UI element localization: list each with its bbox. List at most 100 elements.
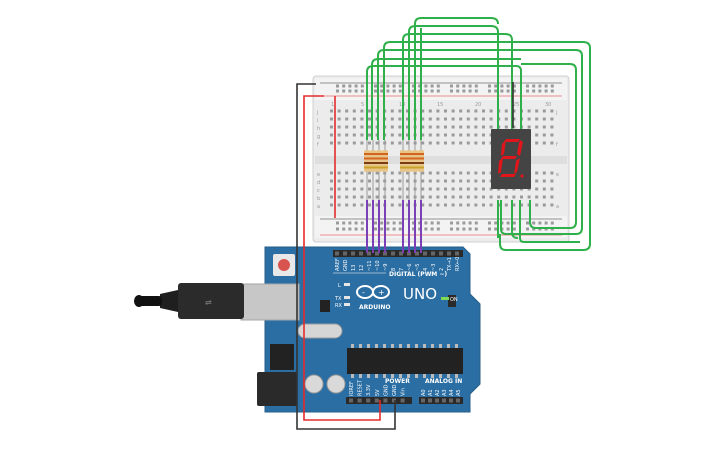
rail-hole (456, 221, 460, 225)
rail-hole (424, 227, 428, 231)
rail-hole (544, 89, 548, 93)
breadboard-hole (428, 109, 432, 113)
rail-hole (468, 89, 472, 93)
rail-hole (418, 221, 422, 225)
breadboard-hole (535, 109, 539, 113)
breadboard-hole (527, 117, 531, 121)
rail-hole (398, 84, 402, 88)
rail-hole (424, 221, 428, 225)
breadboard-hole (330, 133, 333, 137)
row-letter-j-right: j (555, 110, 557, 116)
segment-b (517, 140, 523, 156)
arduino-logo: - + ARDUINO UNO (356, 285, 437, 311)
power-pin-label: 3.3V (366, 384, 372, 396)
digital-header (333, 250, 463, 257)
breadboard-hole (375, 141, 379, 145)
rail-hole (526, 227, 529, 231)
digital-header-hole (447, 251, 451, 256)
resistor-band (364, 157, 370, 160)
rail-hole (538, 84, 542, 88)
rail-hole (462, 221, 466, 225)
row-letter-c: c (317, 188, 320, 194)
reset-button[interactable] (278, 259, 290, 271)
led-l (344, 283, 350, 286)
rail-hole (386, 89, 390, 93)
segment-d (500, 174, 516, 177)
breadboard-hole (406, 179, 409, 183)
green-wire-7 (414, 17, 499, 140)
breadboard-hole (520, 203, 523, 207)
rail-hole (550, 221, 554, 225)
rail-hole (374, 227, 377, 231)
breadboard-hole (428, 187, 432, 191)
breadboard-hole (330, 117, 333, 121)
rail-hole (412, 89, 415, 93)
breadboard-hole (436, 141, 440, 145)
breadboard-hole (504, 195, 508, 199)
usb-cable-end (138, 296, 162, 306)
breadboard-hole (406, 203, 409, 207)
resistor-band (370, 166, 376, 169)
led-rx (344, 303, 350, 306)
breadboard-hole (444, 133, 447, 137)
breadboard-hole (368, 179, 371, 183)
breadboard-hole (482, 133, 485, 137)
led-on (441, 297, 449, 300)
digital-pin-label: 8 (391, 268, 397, 271)
resistor-band (418, 157, 424, 160)
breadboard-hole (451, 141, 455, 145)
rail-hole (544, 221, 548, 225)
resistor-band (406, 157, 412, 160)
breadboard-hole (466, 195, 470, 199)
chip-pin (359, 374, 362, 378)
breadboard-hole (406, 171, 409, 175)
chip-pin (439, 344, 442, 348)
breadboard-hole (474, 187, 478, 191)
analog-pin-label: A4 (449, 389, 455, 396)
digital-pin-label: 2 (439, 268, 445, 271)
breadboard-hole (330, 203, 333, 207)
icsp-header (448, 295, 456, 307)
breadboard-hole (436, 133, 440, 137)
power-pin-label: Vin (401, 388, 407, 396)
rail-hole (430, 221, 434, 225)
row-letter-i: i (317, 118, 318, 124)
logo-plus-icon: + (378, 288, 385, 297)
digital-header-hole (423, 251, 427, 256)
rail-hole (392, 89, 396, 93)
chip-pin (375, 344, 378, 348)
breadboard-hole (330, 171, 333, 175)
breadboard-hole (421, 125, 425, 129)
breadboard-hole (550, 203, 554, 207)
breadboard-hole (398, 171, 402, 175)
rail-hole (462, 84, 466, 88)
breadboard-hole (368, 187, 371, 191)
breadboard-hole (535, 171, 539, 175)
breadboard-hole (444, 203, 447, 207)
breadboard-hole (474, 203, 478, 207)
row-letter-h: h (317, 126, 320, 132)
breadboard-hole (451, 171, 455, 175)
digital-label: DIGITAL (PWM ~) (389, 271, 447, 278)
rail-hole (348, 89, 352, 93)
breadboard-hole (444, 171, 447, 175)
breadboard-hole (330, 195, 333, 199)
breadboard-hole (535, 195, 539, 199)
resistor-band (412, 162, 418, 164)
breadboard-hole (428, 179, 432, 183)
breadboard-hole (527, 109, 531, 113)
power-pin-label: GND (383, 384, 389, 396)
breadboard-hole (474, 141, 478, 145)
rail-hole (380, 227, 384, 231)
breadboard-hole (398, 195, 402, 199)
breadboard-hole (398, 117, 402, 121)
rail-hole (418, 89, 422, 93)
breadboard-hole (482, 203, 485, 207)
breadboard-hole (436, 125, 440, 129)
breadboard-hole (345, 187, 349, 191)
breadboard-hole (398, 109, 402, 113)
top-power-rail (315, 78, 567, 100)
breadboard-hole (330, 125, 333, 129)
rail-hole (450, 221, 453, 225)
rail-hole (418, 84, 422, 88)
